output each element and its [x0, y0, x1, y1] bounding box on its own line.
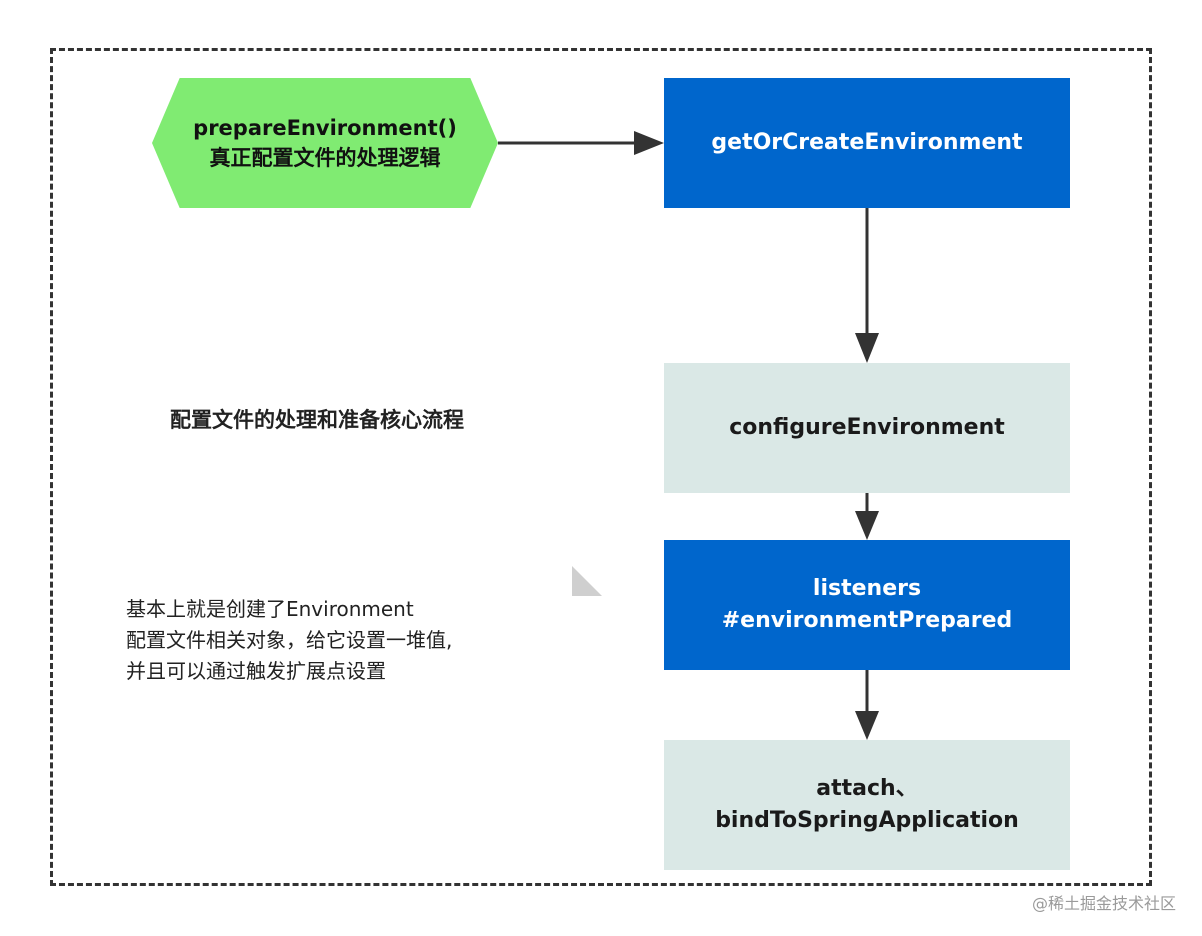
step-2-line1: configureEnvironment	[729, 415, 1005, 440]
step-listeners-environment-prepared: listeners #environmentPrepared	[664, 540, 1070, 670]
start-node-prepare-environment: prepareEnvironment() 真正配置文件的处理逻辑	[152, 78, 498, 208]
note-line3: 并且可以通过触发扩展点设置	[126, 659, 386, 683]
description-note: 基本上就是创建了Environment 配置文件相关对象，给它设置一堆值, 并且…	[126, 594, 452, 687]
step-4-line2: bindToSpringApplication	[715, 808, 1019, 833]
diagram-center-title: 配置文件的处理和准备核心流程	[170, 408, 464, 432]
arrowhead-get-to-configure	[855, 333, 879, 363]
step-3-line2: #environmentPrepared	[721, 608, 1013, 633]
arrowhead-start-to-get	[634, 131, 664, 155]
step-configure-environment: configureEnvironment	[664, 363, 1070, 493]
arrowhead-configure-to-listeners	[855, 511, 879, 540]
step-3-line1: listeners	[812, 576, 922, 601]
note-line1: 基本上就是创建了Environment	[126, 597, 414, 621]
step-get-or-create-environment: getOrCreateEnvironment	[664, 78, 1070, 208]
start-node-line2: 真正配置文件的处理逻辑	[209, 146, 441, 170]
step-1-line1: getOrCreateEnvironment	[711, 130, 1023, 155]
arrowhead-listeners-to-attach	[855, 711, 879, 740]
note-line2: 配置文件相关对象，给它设置一堆值,	[126, 628, 453, 652]
start-node-line1: prepareEnvironment()	[193, 116, 457, 140]
step-4-line1: attach、	[816, 776, 918, 801]
watermark: @稀土掘金技术社区	[1031, 894, 1176, 913]
step-attach-bind-to-spring-application: attach、 bindToSpringApplication	[664, 740, 1070, 870]
dashed-frame	[50, 48, 1152, 886]
